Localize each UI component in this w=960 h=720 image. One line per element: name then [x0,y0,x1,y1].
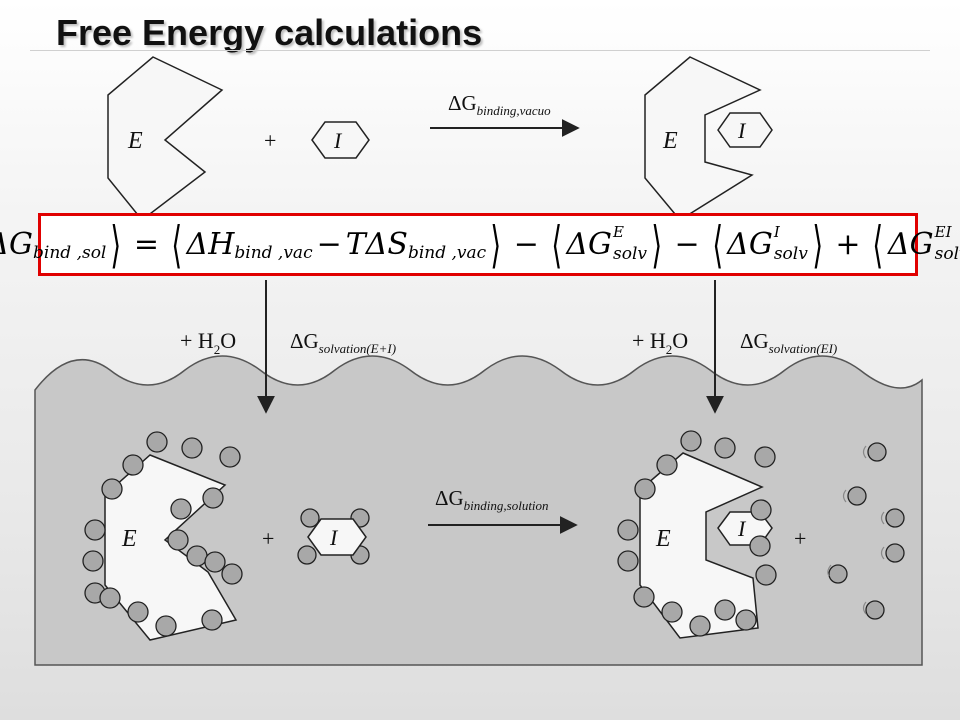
enzyme-label: E [662,128,678,154]
enzyme-shape-top-right [644,56,762,221]
equals-sign: = [133,227,160,262]
inhibitor-label: I [737,516,747,541]
binding-solution-label: ΔGbinding,solution [435,486,549,513]
inhibitor-shape-bound-top [717,112,773,148]
term-solvation-complex: ⟨ΔGEIsolv⟩ [872,215,960,274]
inhibitor-shape-bottom [307,518,367,556]
binding-vacuo-label: ΔGbinding,vacuo [448,91,551,118]
title-divider [30,50,930,51]
solvation-ei-label: ΔGsolvation(E+I) [290,329,396,356]
water-molecules-complex [617,430,777,637]
term-binding-solution: ⟨ΔGbind ,sol⟩ [0,215,122,274]
enzyme-shape-top-left [107,56,224,222]
inhibitor-shape-top [311,121,370,159]
plus-sign: + [264,128,276,153]
plus-sign: + [835,227,861,262]
minus-sign: − [674,227,700,262]
water-label-right: + H2O [632,328,688,357]
enzyme-label: E [655,526,671,552]
minus-sign: − [513,227,539,262]
inhibitor-label: I [333,128,343,153]
enzyme-label: E [127,128,143,154]
water-molecules-enzyme-left [82,431,243,637]
enzyme-label: E [121,526,137,552]
enzyme-shape-bottom-right [639,452,764,639]
plus-sign: + [262,526,274,551]
release-motion-marks [827,445,885,615]
solvation-complex-label: ΔGsolvation(EI) [740,329,837,356]
water-label-left: + H2O [180,328,236,357]
inhibitor-label: I [737,118,747,143]
slide-title: Free Energy calculations [56,12,483,53]
inhibitor-label: I [329,525,339,550]
plus-sign: + [794,526,806,551]
released-water-molecules [828,442,905,620]
